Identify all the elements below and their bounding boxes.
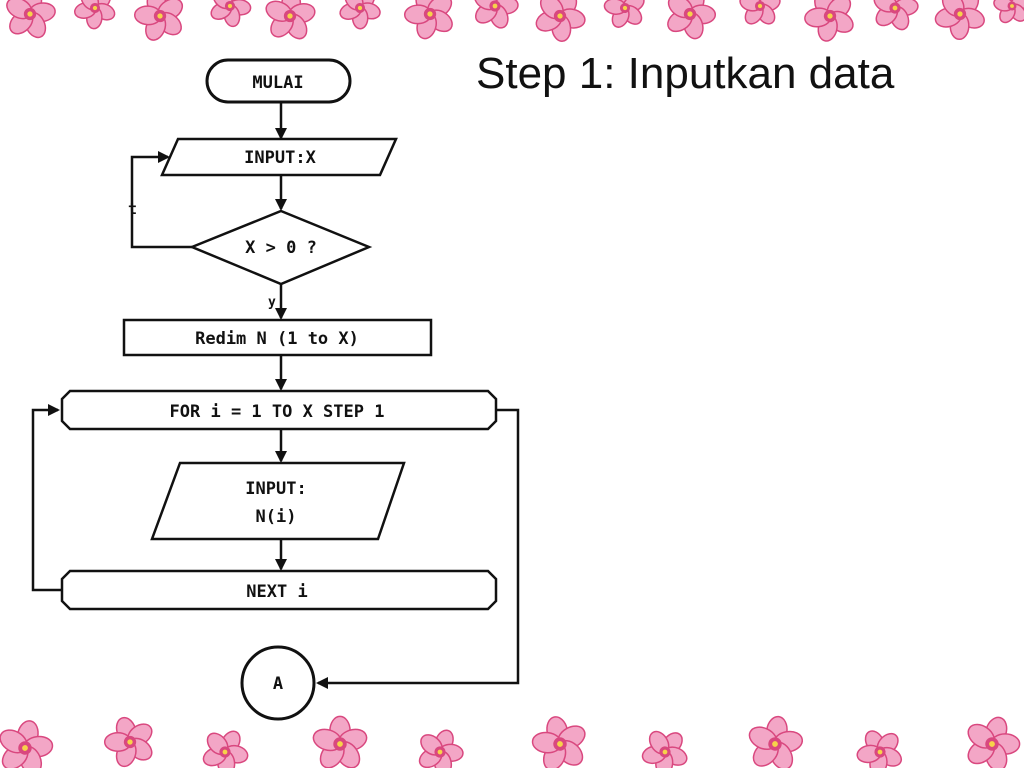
arrow-false-loop — [130, 151, 192, 249]
arrow-loop-exit — [316, 408, 520, 689]
for-loop-label: FOR i = 1 TO X STEP 1 — [170, 402, 385, 422]
cherry-blossom-icon — [739, 0, 781, 25]
cherry-blossom-icon — [103, 716, 153, 768]
arrow-loop-back — [31, 404, 62, 592]
false-label: t — [128, 200, 137, 218]
redim-process — [122, 318, 433, 357]
cherry-blossom-icon — [531, 716, 586, 768]
cherry-blossom-icon — [873, 0, 919, 31]
cherry-blossom-icon — [403, 0, 453, 40]
cherry-blossom-icon — [0, 720, 54, 768]
cherry-blossom-icon — [418, 729, 464, 768]
next-loop-label: NEXT i — [246, 582, 307, 602]
cherry-blossom-icon — [667, 0, 717, 40]
cherry-blossom-icon — [641, 730, 688, 768]
cherry-blossom-icon — [202, 730, 249, 768]
slide-title: Step 1: Inputkan data — [476, 49, 895, 98]
cherry-blossom-icon — [473, 0, 519, 29]
cherry-blossom-icon — [748, 715, 804, 768]
cherry-blossom-icon — [210, 0, 252, 28]
cherry-blossom-icon — [265, 0, 316, 40]
cherry-blossom-icon — [993, 0, 1024, 24]
for-loop-box — [60, 389, 498, 431]
input-x-parallelogram — [160, 137, 398, 177]
cherry-blossom-icon — [339, 0, 381, 30]
input-n-parallelogram — [150, 461, 406, 541]
cherry-blossom-icon — [804, 0, 854, 42]
redim-label: Redim N (1 to X) — [195, 329, 359, 349]
cherry-blossom-icon — [535, 0, 586, 42]
next-loop-box — [60, 569, 498, 611]
cherry-blossom-icon — [967, 716, 1021, 768]
cherry-blossom-icon — [856, 730, 903, 768]
decision-label: X > 0 ? — [245, 238, 317, 258]
cherry-blossom-icon — [6, 0, 56, 39]
connector-a — [240, 645, 316, 721]
input-x-label: INPUT:X — [244, 148, 316, 168]
cherry-blossom-icon — [133, 0, 184, 41]
true-label: y — [268, 295, 276, 310]
start-label: MULAI — [252, 73, 303, 93]
cherry-blossom-icon — [934, 0, 985, 41]
cherry-blossom-icon — [74, 0, 116, 30]
start-terminator — [205, 58, 352, 104]
input-n-label-line2: N(i) — [256, 507, 297, 527]
cherry-blossom-icon — [312, 715, 368, 768]
cherry-blossom-icon — [603, 0, 645, 28]
connector-label: A — [273, 674, 283, 694]
input-n-label-line1: INPUT: — [245, 479, 306, 499]
